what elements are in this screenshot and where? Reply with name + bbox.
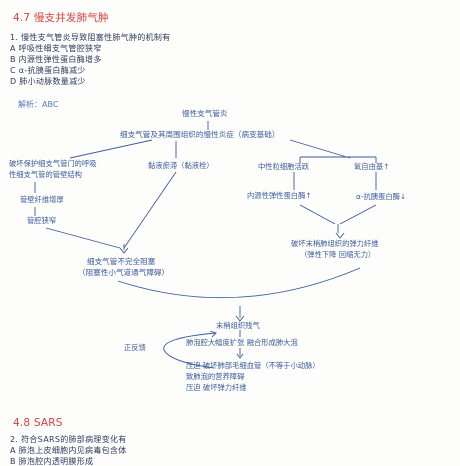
section-title-4-7: 4.7 慢支并发肺气肿 (13, 12, 109, 24)
answer-analysis: 解析：ABC (18, 100, 59, 109)
flow-node-bottom2: 肺泡腔大幅度扩张 融合形成肺大泡 (186, 338, 298, 347)
flow-node-level2: 细支气管及其周围组织的慢性炎症（病变基础） (120, 130, 280, 139)
flow-node-left-step1: 管壁纤维增厚 (20, 195, 64, 204)
flow-node-left-merge-1: 细支气管不完全阻塞 (87, 257, 156, 266)
flow-node-top: 慢性支气管炎 (182, 109, 228, 118)
flow-node-right-merge-2: （弹性下降 回缩无力） (300, 250, 376, 259)
flow-node-left-merge-2: （阻塞性小气道通气障碍） (78, 268, 170, 277)
option-2b: B 肺泡腔内透明膜形成 (10, 457, 94, 466)
flow-node-bottom3-3: 压迫 破坏弹力纤维 (186, 383, 247, 392)
flow-node-right-b-down: α-抗胰蛋白酶↓ (356, 192, 407, 201)
question-2: 2. 符合SARS的肺部病理变化有 (10, 435, 127, 444)
flow-node-right-a: 中性粒细胞活跃 (258, 162, 310, 171)
option-b: B 内源性弹性蛋白酶增多 (10, 55, 102, 64)
flow-node-mid-branch: 黏液瘀滞（黏液栓） (148, 161, 214, 170)
section-title-4-8: 4.8 SARS (13, 417, 63, 429)
option-c: C α-抗胰蛋白酶减少 (10, 66, 86, 75)
flow-node-right-a-down: 内源性弹性蛋白酶↑ (247, 191, 312, 200)
question-1: 1. 慢性支气管炎导致阻塞性肺气肿的机制有 (10, 33, 171, 42)
flow-node-bottom1: 末梢组织残气 (216, 321, 260, 330)
option-2a: A 肺泡上皮细胞内见病毒包含体 (10, 446, 127, 455)
flow-node-left-branch-1: 破坏保护细支气管门的呼吸 (9, 159, 97, 168)
flow-node-left-step2: 管腔狭窄 (27, 216, 57, 225)
option-d: D 肺小动脉数量减少 (10, 77, 86, 86)
flow-node-right-merge-1: 破坏末梢肺组织的弹力纤维 (291, 239, 379, 248)
option-a: A 呼吸性细支气管腔狭窄 (10, 44, 102, 53)
flow-node-bottom3-1: 压迫 破坏肺部毛细血管（不等于小动脉） (186, 361, 320, 370)
flow-node-left-branch-2: 性细支气管的管壁结构 (9, 170, 82, 179)
flow-node-bottom3-2: 致肺泡的营养障碍 (186, 372, 245, 381)
flow-node-feedback: 正反馈 (124, 343, 146, 352)
flow-node-right-b: 氧自由基↑ (354, 162, 390, 171)
